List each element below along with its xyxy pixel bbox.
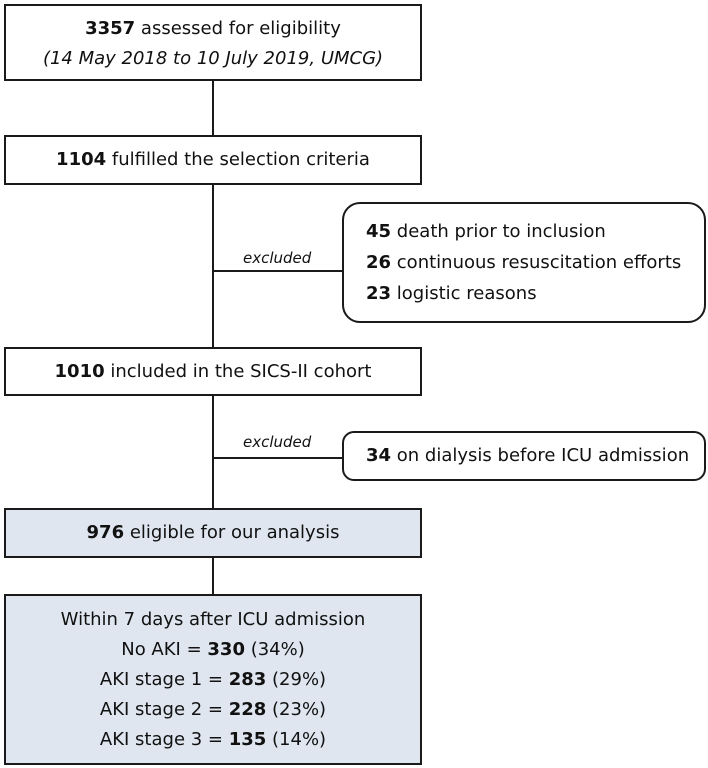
exclusion-item: 26 continuous resuscitation efforts bbox=[366, 252, 704, 274]
aki-row-label: AKI stage 1 = bbox=[99, 669, 229, 690]
aki-row-pct: (23%) bbox=[266, 699, 327, 720]
aki-title: Within 7 days after ICU admission bbox=[60, 609, 366, 630]
connector-1-2 bbox=[212, 80, 214, 136]
assessed-text: assessed for eligibility bbox=[135, 18, 341, 39]
aki-outcome-box: Within 7 days after ICU admission No AKI… bbox=[4, 594, 422, 765]
exclusion-text: logistic reasons bbox=[391, 283, 537, 304]
connector-4-5 bbox=[212, 557, 214, 595]
connector-3-4 bbox=[212, 395, 214, 509]
aki-row-label: AKI stage 3 = bbox=[99, 729, 229, 750]
exclusion-text: death prior to inclusion bbox=[391, 221, 606, 242]
assessed-period: (14 May 2018 to 10 July 2019, UMCG) bbox=[42, 48, 384, 69]
exclusion-item: 45 death prior to inclusion bbox=[366, 221, 704, 243]
cohort-count: 1010 bbox=[54, 361, 105, 382]
excluded-label-1: excluded bbox=[243, 249, 312, 267]
eligible-count: 976 bbox=[86, 522, 125, 543]
aki-row: No AKI = 330 (34%) bbox=[6, 639, 420, 661]
eligible-box: 976 eligible for our analysis bbox=[4, 508, 422, 558]
aki-row-count: 283 bbox=[228, 669, 267, 690]
exclusion-item: 23 logistic reasons bbox=[366, 283, 704, 305]
eligible-text: eligible for our analysis bbox=[124, 522, 340, 543]
connector-exclusion-2 bbox=[212, 457, 342, 459]
aki-row-label: AKI stage 2 = bbox=[99, 699, 229, 720]
aki-row-count: 135 bbox=[228, 729, 267, 750]
dialysis-count: 34 bbox=[366, 445, 392, 466]
cohort-line: 1010 included in the SICS-II cohort bbox=[6, 361, 420, 383]
aki-row-pct: (14%) bbox=[266, 729, 327, 750]
aki-row: AKI stage 2 = 228 (23%) bbox=[6, 699, 420, 721]
dialysis-line: 34 on dialysis before ICU admission bbox=[366, 445, 704, 467]
exclusion-count: 45 bbox=[366, 221, 392, 242]
aki-row-count: 330 bbox=[207, 639, 245, 660]
selection-criteria-box: 1104 fulfilled the selection criteria bbox=[4, 135, 422, 185]
connector-exclusion-1 bbox=[212, 270, 342, 272]
assessed-count: 3357 bbox=[85, 18, 136, 39]
cohort-box: 1010 included in the SICS-II cohort bbox=[4, 347, 422, 396]
aki-row-pct: (29%) bbox=[266, 669, 327, 690]
exclusion-count: 26 bbox=[366, 252, 392, 273]
selection-line: 1104 fulfilled the selection criteria bbox=[6, 149, 420, 171]
connector-2-3 bbox=[212, 184, 214, 348]
eligible-line: 976 eligible for our analysis bbox=[6, 522, 420, 544]
assessed-box: 3357 assessed for eligibility (14 May 20… bbox=[4, 4, 422, 81]
aki-row: AKI stage 3 = 135 (14%) bbox=[6, 729, 420, 751]
selection-count: 1104 bbox=[56, 149, 107, 170]
exclusion-box-1: 45 death prior to inclusion 26 continuou… bbox=[342, 202, 706, 323]
exclusion-count: 23 bbox=[366, 283, 392, 304]
selection-text: fulfilled the selection criteria bbox=[106, 149, 370, 170]
aki-row-count: 228 bbox=[228, 699, 267, 720]
aki-row-pct: (34%) bbox=[244, 639, 305, 660]
aki-row-label: No AKI = bbox=[121, 639, 208, 660]
excluded-label-2: excluded bbox=[243, 433, 312, 451]
exclusion-text: continuous resuscitation efforts bbox=[391, 252, 682, 273]
exclusion-box-2: 34 on dialysis before ICU admission bbox=[342, 431, 706, 481]
assessed-line: 3357 assessed for eligibility bbox=[6, 18, 420, 40]
cohort-text: included in the SICS-II cohort bbox=[104, 361, 372, 382]
aki-row: AKI stage 1 = 283 (29%) bbox=[6, 669, 420, 691]
dialysis-text: on dialysis before ICU admission bbox=[391, 445, 690, 466]
